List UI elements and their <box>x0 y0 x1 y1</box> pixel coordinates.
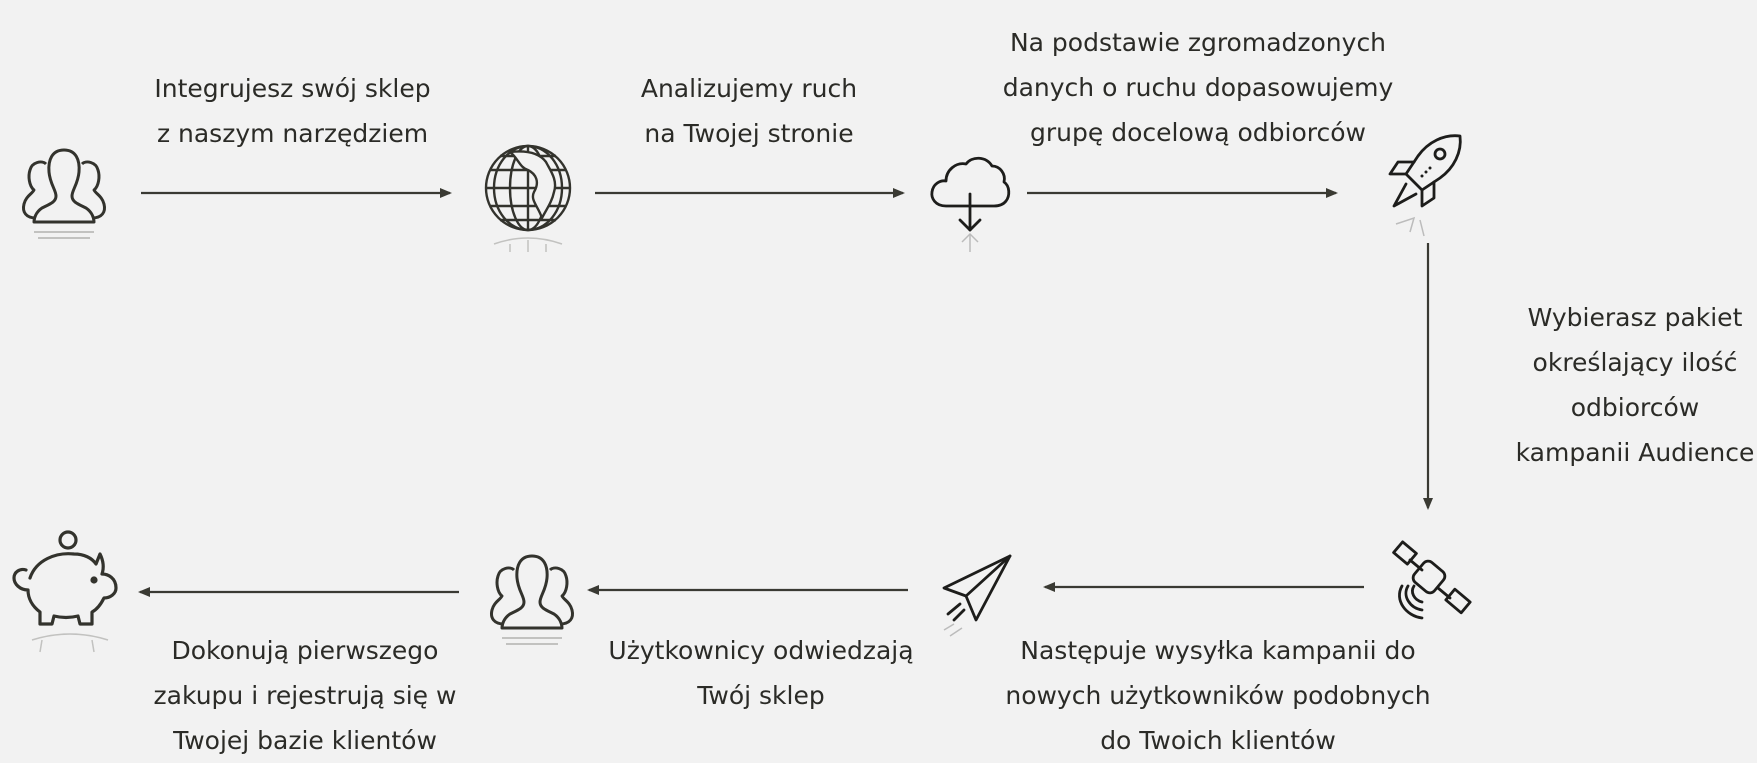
globe-icon <box>484 144 572 252</box>
step-3-label: Na podstawie zgromadzonych danych o ruch… <box>980 20 1416 155</box>
label-line: zakupu i rejestrują się w <box>153 681 457 710</box>
step-6-label: Użytkownicy odwiedzają Twój sklep <box>596 628 926 718</box>
satellite-icon <box>1392 540 1472 620</box>
label-line: Następuje wysyłka kampanii do <box>1020 636 1416 665</box>
label-line: Dokonują pierwszego <box>171 636 439 665</box>
step-2-label: Analizujemy ruch na Twojej stronie <box>600 66 898 156</box>
label-line: odbiorców <box>1570 393 1700 422</box>
label-line: określający ilość <box>1532 348 1738 377</box>
label-line: grupę docelową odbiorców <box>1030 118 1366 147</box>
label-line: na Twojej stronie <box>644 119 854 148</box>
piggy-bank-icon <box>12 530 118 653</box>
label-line: Użytkownicy odwiedzają <box>608 636 914 665</box>
label-line: kampanii Audience <box>1515 438 1755 467</box>
label-line: Integrujesz swój sklep <box>154 74 431 103</box>
step-1-label: Integrujesz swój sklep z naszym narzędzi… <box>140 66 445 156</box>
label-line: nowych użytkowników podobnych <box>1005 681 1431 710</box>
rocket-icon <box>1388 134 1462 237</box>
label-line: do Twoich klientów <box>1100 726 1336 755</box>
label-line: Na podstawie zgromadzonych <box>1009 28 1387 57</box>
label-line: Twój sklep <box>697 681 825 710</box>
flow-arrows <box>138 188 1433 597</box>
paper-plane-icon <box>942 554 1012 637</box>
label-line: z naszym narzędziem <box>156 119 429 148</box>
cloud-download-icon <box>930 156 1011 252</box>
label-line: Twojej bazie klientów <box>173 726 437 755</box>
step-4-label: Wybierasz pakiet określający ilość odbio… <box>1505 295 1757 475</box>
label-line: Wybierasz pakiet <box>1527 303 1743 332</box>
people-icon <box>490 554 574 645</box>
label-line: danych o ruchu dopasowujemy <box>1002 73 1394 102</box>
people-icon <box>22 148 106 239</box>
label-line: Analizujemy ruch <box>640 74 858 103</box>
